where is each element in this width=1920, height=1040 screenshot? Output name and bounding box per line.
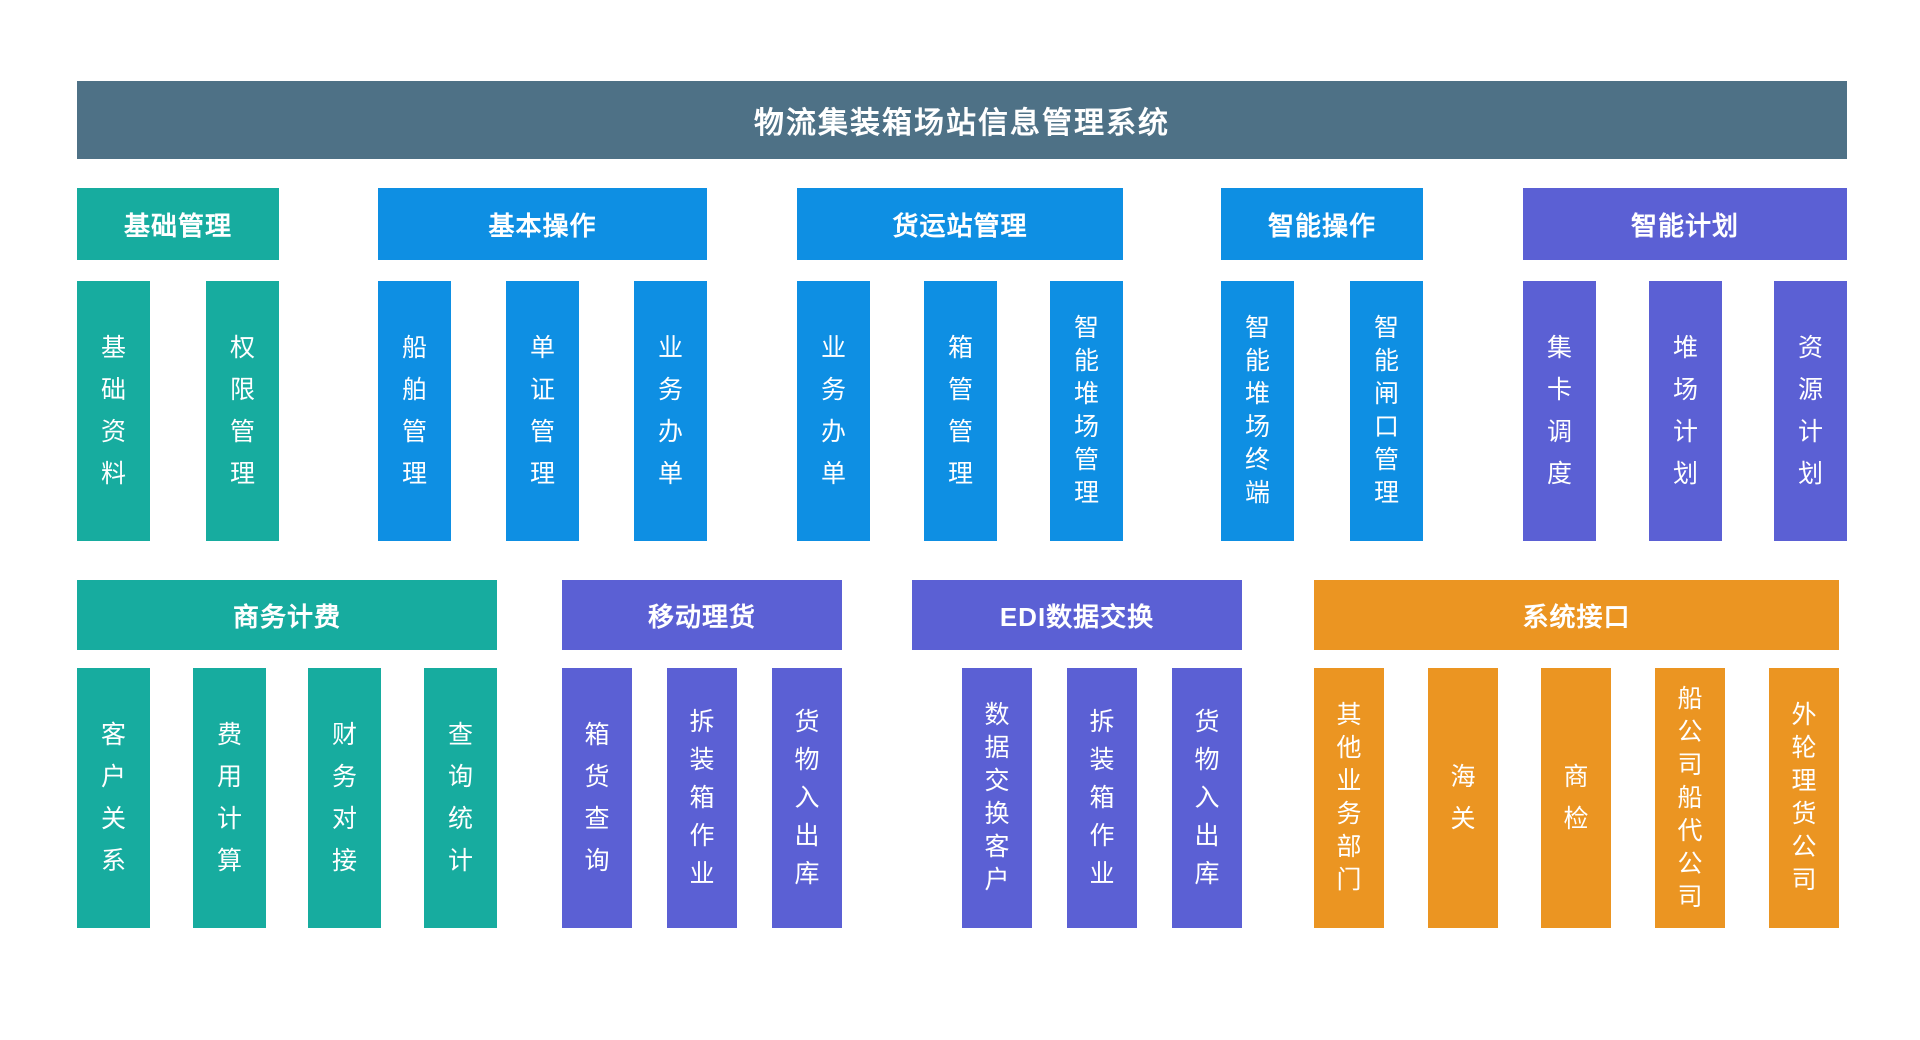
- module-container-management-label: 箱管管理: [947, 334, 973, 488]
- diagram-title: 物流集装箱场站信息管理系统: [77, 81, 1847, 159]
- module-business-order-label: 业务办单: [657, 334, 683, 488]
- module-resource-planning-label: 资源计划: [1797, 334, 1823, 488]
- module-foreign-vessel-tally-company: 外轮理货公司: [1769, 668, 1839, 928]
- module-customer-relations: 客户关系: [77, 668, 150, 928]
- module-station-business-order-label: 业务办单: [820, 334, 846, 488]
- module-vessel-management: 船舶管理: [378, 281, 451, 541]
- group-header-mobile-tally: 移动理货: [562, 580, 842, 650]
- module-customs-label: 海关: [1450, 763, 1476, 833]
- module-vessel-management-label: 船舶管理: [401, 334, 427, 488]
- group-header-intelligent-planning: 智能计划: [1523, 188, 1847, 260]
- module-container-cargo-query: 箱货查询: [562, 668, 632, 928]
- module-customs: 海关: [1428, 668, 1498, 928]
- group-header-edi-data-exchange: EDI数据交换: [912, 580, 1242, 650]
- group-header-basic-operations: 基本操作: [378, 188, 707, 260]
- module-truck-dispatch: 集卡调度: [1523, 281, 1596, 541]
- module-other-business-departments-label: 其他业务部门: [1336, 701, 1362, 894]
- module-resource-planning: 资源计划: [1774, 281, 1847, 541]
- module-finance-integration-label: 财务对接: [331, 721, 357, 875]
- module-smart-yard-terminal-label: 智能堆场终端: [1244, 314, 1270, 507]
- module-shipping-company-agent-label: 船公司船代公司: [1677, 684, 1703, 911]
- module-container-management: 箱管管理: [924, 281, 997, 541]
- module-basic-data: 基础资料: [77, 281, 150, 541]
- module-other-business-departments: 其他业务部门: [1314, 668, 1384, 928]
- module-document-management-label: 单证管理: [529, 334, 555, 488]
- group-header-commercial-billing: 商务计费: [77, 580, 497, 650]
- module-smart-gate-management: 智能闸口管理: [1350, 281, 1423, 541]
- module-finance-integration: 财务对接: [308, 668, 381, 928]
- group-header-intelligent-operations: 智能操作: [1221, 188, 1423, 260]
- module-station-business-order: 业务办单: [797, 281, 870, 541]
- group-header-freight-station-management: 货运站管理: [797, 188, 1123, 260]
- module-edi-cargo-in-out-warehouse-label: 货物入出库: [1194, 708, 1220, 888]
- module-edi-cargo-in-out-warehouse: 货物入出库: [1172, 668, 1242, 928]
- module-foreign-vessel-tally-company-label: 外轮理货公司: [1791, 701, 1817, 894]
- module-edi-stuffing-unstuffing-operation-label: 拆装箱作业: [1089, 708, 1115, 888]
- module-query-statistics: 查询统计: [424, 668, 497, 928]
- module-smart-yard-management: 智能堆场管理: [1050, 281, 1123, 541]
- module-stuffing-unstuffing-operation-label: 拆装箱作业: [689, 708, 715, 888]
- module-basic-data-label: 基础资料: [100, 334, 126, 488]
- module-smart-yard-management-label: 智能堆场管理: [1073, 314, 1099, 507]
- module-data-exchange-customer: 数据交换客户: [962, 668, 1032, 928]
- module-commodity-inspection-label: 商检: [1563, 763, 1589, 833]
- module-business-order: 业务办单: [634, 281, 707, 541]
- module-permission-management-label: 权限管理: [229, 334, 255, 488]
- module-customer-relations-label: 客户关系: [100, 721, 126, 875]
- module-stuffing-unstuffing-operation: 拆装箱作业: [667, 668, 737, 928]
- module-data-exchange-customer-label: 数据交换客户: [984, 701, 1010, 894]
- module-shipping-company-agent: 船公司船代公司: [1655, 668, 1725, 928]
- module-fee-calculation: 费用计算: [193, 668, 266, 928]
- group-header-system-interface: 系统接口: [1314, 580, 1839, 650]
- group-header-basic-management: 基础管理: [77, 188, 279, 260]
- module-truck-dispatch-label: 集卡调度: [1546, 334, 1572, 488]
- module-commodity-inspection: 商检: [1541, 668, 1611, 928]
- module-query-statistics-label: 查询统计: [447, 721, 473, 875]
- module-yard-planning: 堆场计划: [1649, 281, 1722, 541]
- module-fee-calculation-label: 费用计算: [216, 721, 242, 875]
- module-document-management: 单证管理: [506, 281, 579, 541]
- module-container-cargo-query-label: 箱货查询: [584, 721, 610, 875]
- module-smart-yard-terminal: 智能堆场终端: [1221, 281, 1294, 541]
- module-smart-gate-management-label: 智能闸口管理: [1373, 314, 1399, 507]
- module-permission-management: 权限管理: [206, 281, 279, 541]
- module-edi-stuffing-unstuffing-operation: 拆装箱作业: [1067, 668, 1137, 928]
- module-cargo-in-out-warehouse-label: 货物入出库: [794, 708, 820, 888]
- module-yard-planning-label: 堆场计划: [1672, 334, 1698, 488]
- module-cargo-in-out-warehouse: 货物入出库: [772, 668, 842, 928]
